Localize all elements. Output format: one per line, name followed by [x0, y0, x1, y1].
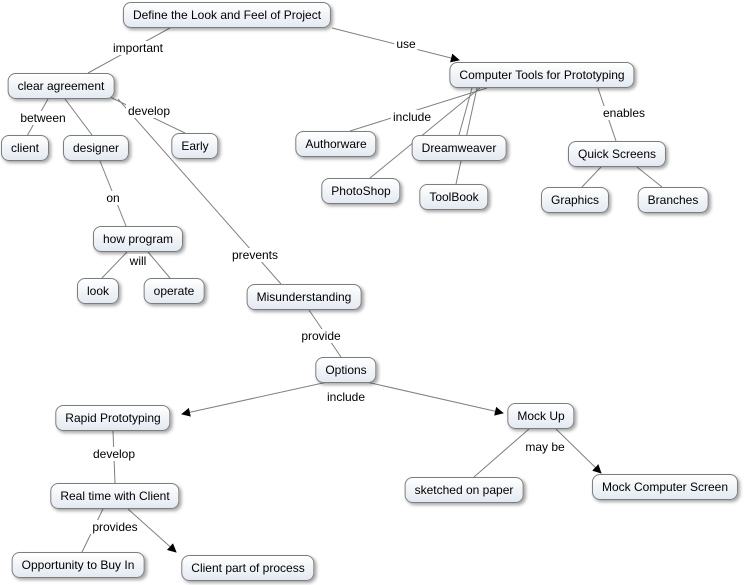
edge-quick-screens-branches [636, 166, 663, 188]
node-how-program[interactable]: how program [92, 226, 184, 252]
edge-computer-tools-authorware [349, 87, 488, 132]
link-label-may-be[interactable]: may be [523, 440, 567, 454]
edge-quick-screens-graphics [581, 166, 602, 188]
link-label-include-options[interactable]: include [324, 390, 368, 404]
edge-mock-up-sketched [473, 428, 530, 478]
node-client[interactable]: client [0, 135, 50, 161]
link-label-develop-2[interactable]: develop [90, 447, 138, 461]
node-client-process[interactable]: Client part of process [181, 555, 315, 581]
node-sketched[interactable]: sketched on paper [404, 477, 524, 503]
node-toolbook[interactable]: ToolBook [419, 184, 489, 210]
node-opportunity[interactable]: Opportunity to Buy In [11, 552, 145, 578]
node-look[interactable]: look [76, 278, 120, 304]
edge-computer-tools-photoshop [369, 87, 481, 179]
link-label-include-tools[interactable]: include [390, 110, 434, 124]
edge-options-rapid-prototyping [181, 380, 333, 417]
edge-mock-up-mock-computer-screen [555, 428, 602, 474]
link-label-provides[interactable]: provides [90, 520, 140, 534]
edge-options-mock-up [361, 380, 504, 416]
node-mock-computer-screen[interactable]: Mock Computer Screen [591, 474, 739, 500]
link-label-important[interactable]: important [110, 41, 166, 55]
node-photoshop[interactable]: PhotoShop [321, 178, 401, 204]
link-label-enables[interactable]: enables [600, 106, 648, 120]
node-options[interactable]: Options [315, 357, 377, 383]
link-label-use[interactable]: use [394, 37, 418, 51]
node-rapid-prototyping[interactable]: Rapid Prototyping [55, 405, 171, 431]
node-designer[interactable]: designer [62, 135, 130, 161]
edge-clear-agreement-designer [64, 98, 93, 136]
link-label-will[interactable]: will [127, 254, 149, 268]
link-label-on[interactable]: on [104, 191, 122, 205]
node-branches[interactable]: Branches [637, 187, 709, 213]
node-clear-agreement[interactable]: clear agreement [7, 73, 115, 99]
node-operate[interactable]: operate [143, 278, 205, 304]
node-define[interactable]: Define the Look and Feel of Project [122, 2, 332, 28]
node-computer-tools[interactable]: Computer Tools for Prototyping [449, 62, 635, 88]
link-label-between[interactable]: between [18, 111, 68, 125]
edge-how-program-operate [147, 251, 171, 279]
node-dreamweaver[interactable]: Dreamweaver [411, 135, 507, 161]
node-authorware[interactable]: Authorware [295, 131, 377, 157]
node-misunderstanding[interactable]: Misunderstanding [246, 284, 362, 310]
node-early[interactable]: Early [171, 133, 219, 159]
node-graphics[interactable]: Graphics [540, 187, 610, 213]
node-quick-screens[interactable]: Quick Screens [567, 141, 667, 167]
link-label-provide[interactable]: provide [299, 329, 343, 343]
node-real-time[interactable]: Real time with Client [50, 483, 180, 509]
link-label-develop[interactable]: develop [125, 104, 173, 118]
node-mock-up[interactable]: Mock Up [507, 403, 575, 429]
edge-real-time-client-process [127, 508, 177, 553]
link-label-prevents[interactable]: prevents [229, 248, 281, 262]
edge-computer-tools-dreamweaver [458, 87, 473, 136]
edge-how-program-look [101, 251, 128, 279]
